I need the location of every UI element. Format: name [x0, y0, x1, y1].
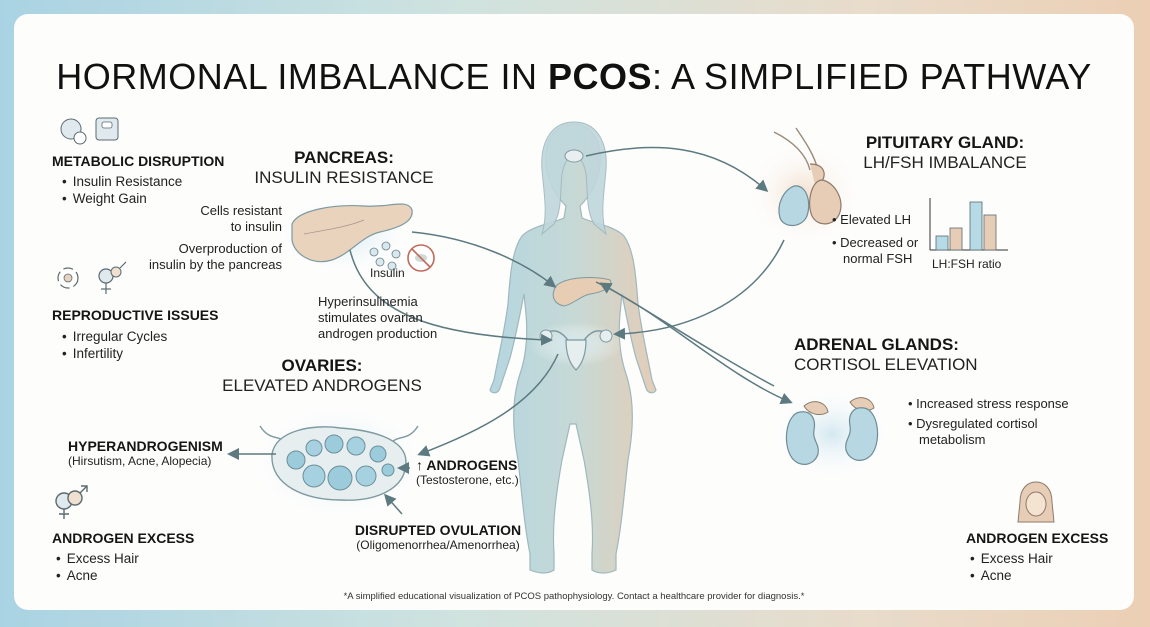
pancreas-note-line: Cells resistant — [200, 203, 282, 218]
blocked-receptor-icon — [407, 244, 435, 272]
pituitary-item-fsh-cont: normal FSH — [843, 251, 913, 266]
woman-face-icon — [1017, 481, 1055, 523]
reproductive-item: Infertility — [62, 345, 218, 362]
androgen-right-item: Excess Hair — [970, 550, 1108, 567]
lh-fsh-chart — [929, 198, 1008, 251]
pituitary-heading: PITUITARY GLAND: LH/FSH IMBALANCE — [850, 133, 1040, 173]
androgen-left-item: Excess Hair — [56, 550, 194, 567]
infographic-card: HORMONAL IMBALANCE IN PCOS: A SIMPLIFIED… — [14, 14, 1134, 610]
androgens-callout: ↑ ANDROGENS (Testosterone, etc.) — [416, 457, 519, 488]
reproductive-item: Irregular Cycles — [62, 328, 218, 345]
pancreas-illustration — [274, 192, 414, 276]
hyperandrogenism-callout: HYPERANDROGENISM (Hirsutism, Acne, Alope… — [68, 438, 223, 469]
hyperandrogenism-detail: (Hirsutism, Acne, Alopecia) — [68, 454, 212, 468]
adrenal-item-cortisol: • Dysregulated cortisol — [908, 416, 1038, 431]
body-pancreas-marker — [552, 277, 612, 307]
pancreas-note-line: Overproduction of — [178, 241, 282, 256]
ovaries-heading: OVARIES: ELEVATED ANDROGENS — [202, 356, 442, 396]
adrenal-heading: ADRENAL GLANDS: CORTISOL ELEVATION — [794, 335, 978, 375]
pancreas-title: PANCREAS: — [294, 148, 394, 167]
chart-bar-lh-1 — [935, 235, 949, 251]
arrow-uterus-to-ovaries — [417, 353, 559, 457]
reproductive-icons — [57, 261, 127, 294]
pituitary-title: PITUITARY GLAND: — [865, 133, 1025, 152]
hyperinsulinemia-note: Hyperinsulinemia stimulates ovarian andr… — [318, 294, 437, 342]
hyperinsulinemia-line: androgen production — [318, 326, 438, 341]
metabolic-icons — [60, 117, 119, 145]
ovaries-title: OVARIES: — [281, 356, 363, 375]
title-part-2: : A SIMPLIFIED PATHWAY — [652, 56, 1092, 97]
pancreas-note-resistant: Cells resistant to insulin — [164, 203, 282, 235]
pituitary-item-fsh: • Decreased or — [832, 235, 919, 250]
gender-symbols-icon — [55, 485, 88, 519]
arrow-adrenal-to-body — [599, 282, 775, 387]
metabolic-disruption-section: METABOLIC DISRUPTION Insulin Resistance … — [52, 153, 224, 207]
insulin-label: Insulin — [370, 266, 405, 280]
adrenal-item-label: Dysregulated cortisol — [916, 416, 1038, 431]
adrenal-subtitle: CORTISOL ELEVATION — [794, 355, 978, 374]
androgens-title: ↑ ANDROGENS — [416, 457, 518, 473]
ovulation-callout: DISRUPTED OVULATION (Oligomenorrhea/Amen… — [330, 522, 546, 553]
adrenal-title: ADRENAL GLANDS: — [794, 335, 959, 354]
androgen-right-list: Excess Hair Acne — [970, 550, 1108, 584]
ovulation-title: DISRUPTED OVULATION — [354, 522, 522, 538]
pituitary-effects: • Elevated LH • Decreased or normal FSH — [832, 212, 918, 267]
androgen-right-item: Acne — [970, 567, 1108, 584]
reproductive-list: Irregular Cycles Infertility — [62, 328, 218, 362]
pituitary-illustration — [744, 127, 864, 248]
pancreas-subtitle: INSULIN RESISTANCE — [254, 168, 434, 187]
arrow-pituitary-to-uterus — [613, 239, 785, 340]
androgen-left-title: ANDROGEN EXCESS — [52, 530, 195, 546]
adrenal-effects: • Increased stress response • Dysregulat… — [908, 396, 1069, 448]
pathway-arrows — [227, 146, 793, 515]
androgen-excess-right-section: ANDROGEN EXCESS Excess Hair Acne — [966, 530, 1108, 584]
arrow-pancreas-to-body — [411, 231, 557, 288]
pituitary-marker — [564, 149, 584, 163]
hyperinsulinemia-line: stimulates ovarian — [318, 310, 423, 325]
ovaries-subtitle: ELEVATED ANDROGENS — [222, 376, 422, 395]
arrow-ovulation-to-ovaries — [384, 493, 403, 515]
pancreas-note-line: insulin by the pancreas — [149, 257, 282, 272]
chart-caption: LH:FSH ratio — [932, 257, 1002, 271]
androgen-excess-left-section: ANDROGEN EXCESS Excess Hair Acne — [52, 530, 194, 584]
adrenal-item-cortisol-cont: metabolism — [919, 432, 986, 447]
androgen-left-item: Acne — [56, 567, 194, 584]
ovary-illustration — [247, 400, 431, 524]
androgens-detail: (Testosterone, etc.) — [416, 473, 519, 487]
chart-bar-lh-2 — [969, 201, 983, 251]
footnote: *A simplified educational visualization … — [343, 591, 805, 602]
title-part-bold: PCOS — [547, 56, 653, 97]
pituitary-item-label: Elevated LH — [840, 212, 911, 227]
metabolic-item: Insulin Resistance — [62, 173, 224, 190]
pancreas-note-overproduction: Overproduction of insulin by the pancrea… — [124, 241, 282, 273]
adrenal-illustration — [770, 386, 894, 482]
metabolic-item: Weight Gain — [62, 190, 224, 207]
ovulation-detail: (Oligomenorrhea/Amenorrhea) — [356, 538, 520, 552]
hyperinsulinemia-line: Hyperinsulinemia — [318, 294, 418, 309]
body-uterus-marker — [528, 322, 624, 371]
pancreas-heading: PANCREAS: INSULIN RESISTANCE — [238, 148, 450, 188]
insulin-molecules — [369, 241, 401, 271]
reproductive-issues-section: REPRODUCTIVE ISSUES Irregular Cycles Inf… — [52, 307, 218, 362]
metabolic-title: METABOLIC DISRUPTION — [52, 153, 225, 169]
chart-bar-fsh-1 — [949, 227, 963, 251]
androgen-right-title: ANDROGEN EXCESS — [966, 530, 1109, 546]
metabolic-list: Insulin Resistance Weight Gain — [62, 173, 224, 207]
pancreas-note-line: to insulin — [230, 219, 282, 234]
arrow-pancreas-to-uterus — [349, 249, 553, 346]
hyperandrogenism-title: HYPERANDROGENISM — [68, 438, 223, 454]
androgen-left-list: Excess Hair Acne — [56, 550, 194, 584]
title-part-1: HORMONAL IMBALANCE IN — [56, 56, 548, 97]
pituitary-subtitle: LH/FSH IMBALANCE — [863, 153, 1027, 172]
pituitary-item-lh: • Elevated LH — [832, 212, 911, 227]
pituitary-item-label: Decreased or — [840, 235, 919, 250]
arrow-head-to-pituitary — [585, 146, 769, 192]
chart-bar-fsh-2 — [983, 214, 997, 251]
page-title: HORMONAL IMBALANCE IN PCOS: A SIMPLIFIED… — [14, 56, 1134, 98]
adrenal-item-label: Increased stress response — [916, 396, 1069, 411]
adrenal-item-stress: • Increased stress response — [908, 396, 1069, 411]
diagram-illustration — [55, 117, 1055, 574]
reproductive-title: REPRODUCTIVE ISSUES — [52, 307, 219, 323]
